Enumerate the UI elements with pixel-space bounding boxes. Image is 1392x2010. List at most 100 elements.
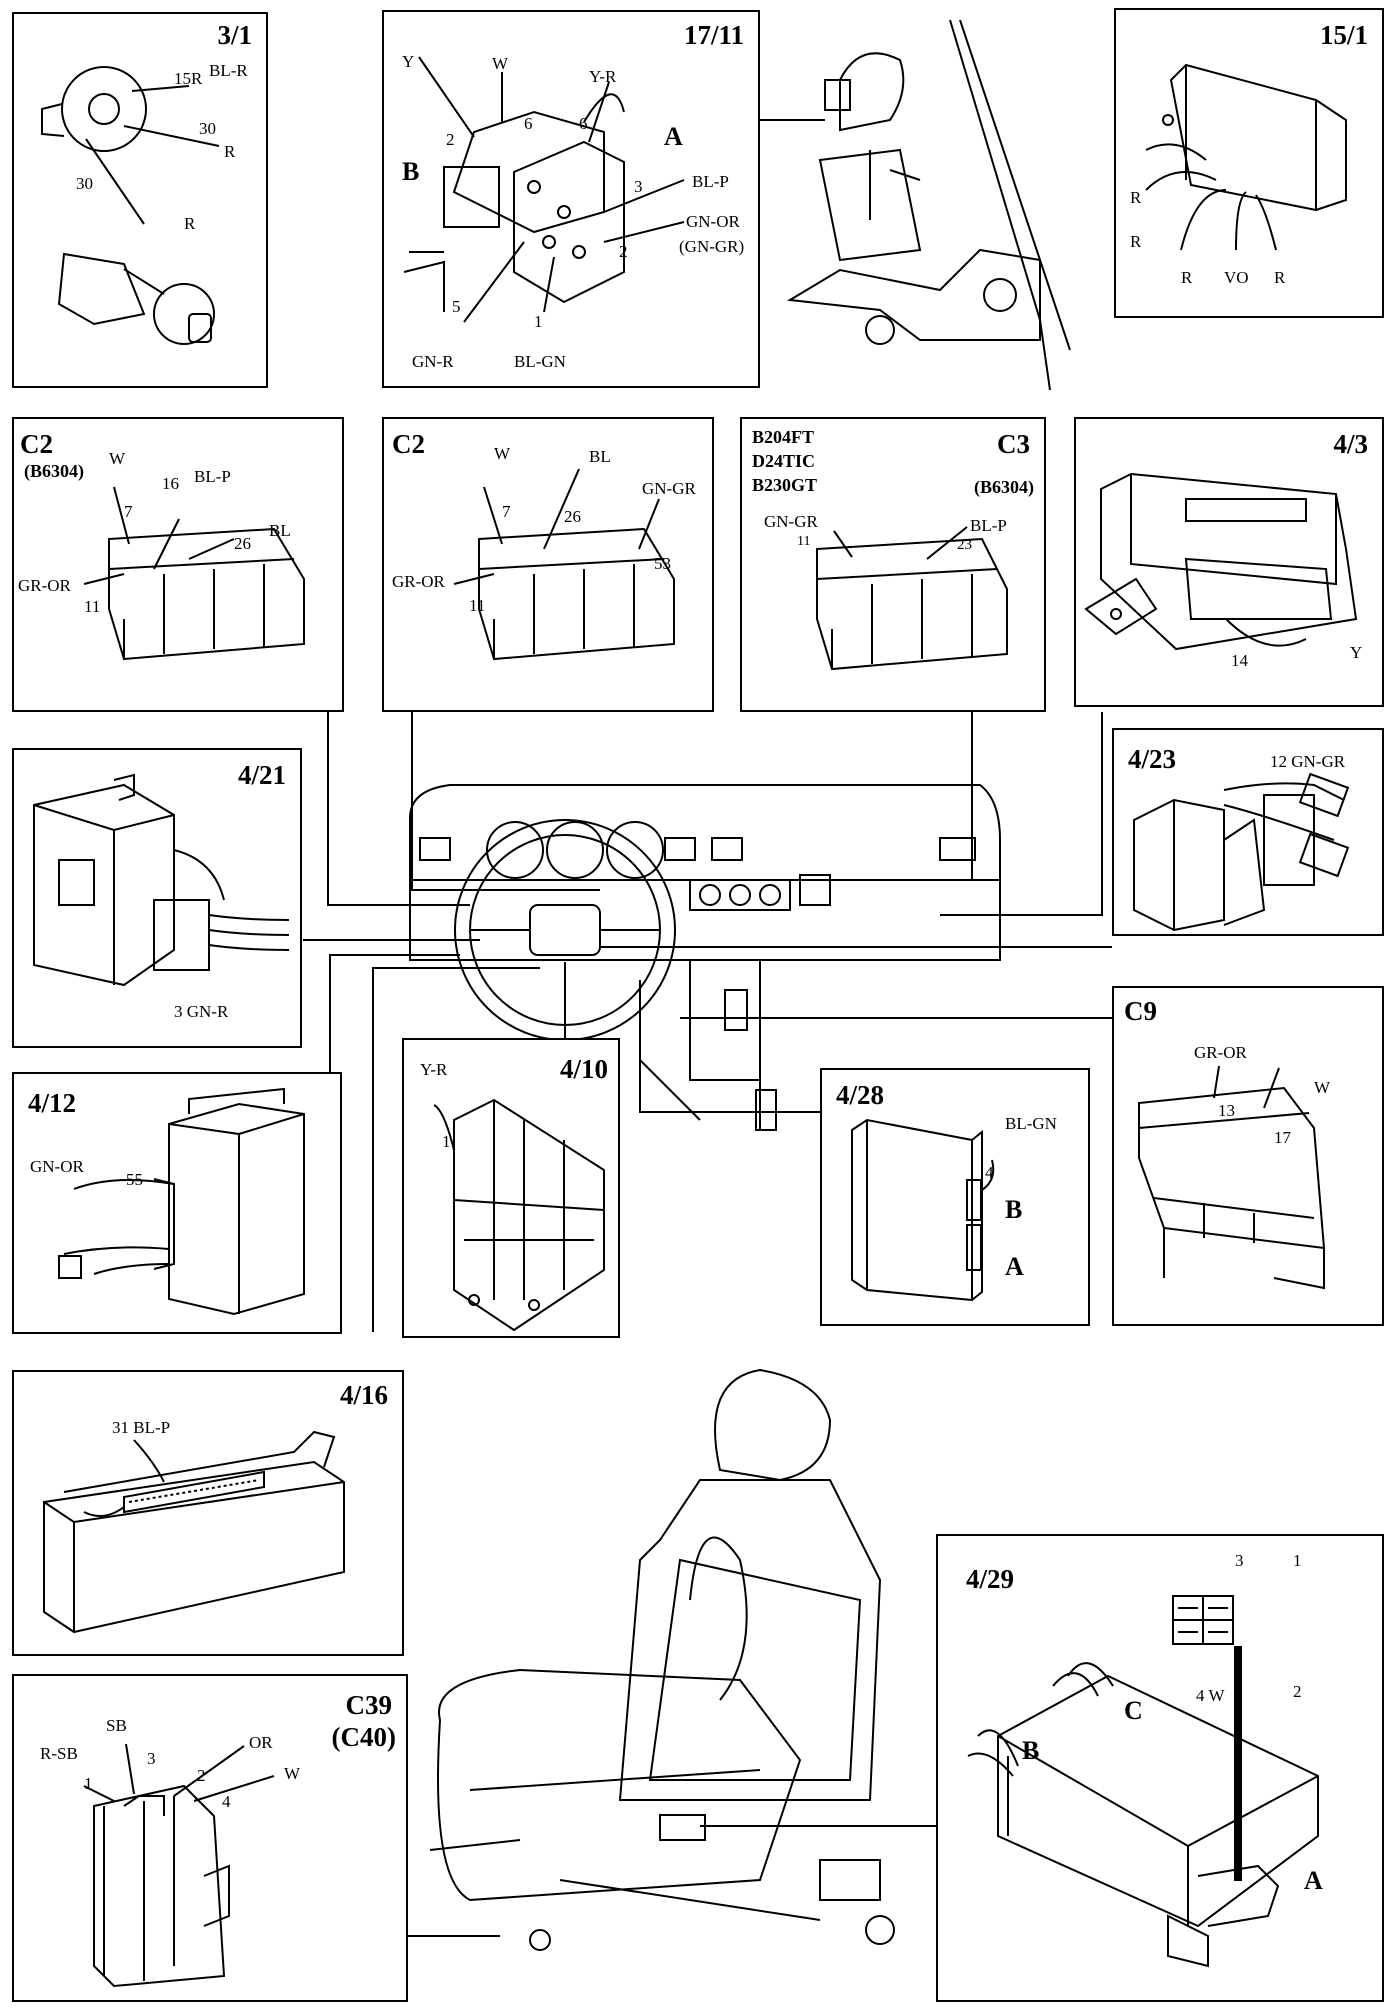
- label-gn-or: GN-OR: [30, 1157, 84, 1176]
- label-55: 55: [126, 1170, 143, 1189]
- label-or: OR: [249, 1733, 273, 1752]
- label-bl-p: BL-P: [970, 516, 1007, 535]
- panel-id: C9: [1124, 996, 1157, 1026]
- panel-ignition-switch: 3/1 15R BL-R 30 R 30 R: [12, 12, 268, 388]
- steering-column-drawing: [786, 20, 1071, 390]
- label-1: 1: [534, 312, 543, 331]
- label-bl: BL: [269, 521, 291, 540]
- label-1: 1: [1293, 1551, 1302, 1570]
- panel-id: C39: [345, 1690, 393, 1720]
- label-gn-r: GN-R: [412, 352, 454, 371]
- label-b: B: [1022, 1736, 1040, 1765]
- control-unit-drawing: [433, 1098, 605, 1332]
- label-vo: VO: [1224, 268, 1249, 287]
- panel-id: C3: [997, 429, 1030, 459]
- connector-drawing: [453, 468, 675, 661]
- label-3: 3: [634, 177, 643, 196]
- label-7: 7: [502, 502, 511, 521]
- label-y-r: Y-R: [589, 67, 617, 86]
- label-gr-or: GR-OR: [1194, 1043, 1247, 1062]
- label-bl-gn: BL-GN: [1005, 1114, 1057, 1133]
- label-3: 3: [147, 1749, 156, 1768]
- label-4: 4: [985, 1163, 994, 1182]
- connector-drawing: [816, 526, 1008, 671]
- panel-control-unit-4-10: 4/10 Y-R 1: [402, 1038, 620, 1338]
- label-r-4: R: [1274, 268, 1286, 287]
- label-y: Y: [1350, 643, 1363, 662]
- panel-id: C2: [392, 429, 425, 459]
- label-11: 11: [797, 534, 811, 549]
- label-1: 1: [442, 1132, 451, 1151]
- panel-id: 4/3: [1333, 429, 1368, 459]
- panel-control-unit-4-21: 4/21 3 GN-R: [12, 748, 302, 1048]
- panel-relay-4-23: 4/23 12 GN-GR: [1112, 728, 1384, 936]
- seat-drawing: [429, 1368, 895, 1951]
- relay-block-drawing: [403, 56, 685, 323]
- label-w: W: [1314, 1078, 1331, 1097]
- label-sb: SB: [106, 1716, 127, 1735]
- panel-id: 4/23: [1128, 744, 1177, 774]
- control-unit-drawing: [1084, 472, 1358, 651]
- label-r-3: R: [1181, 268, 1193, 287]
- label-w: W: [494, 444, 511, 463]
- label-a: A: [1304, 1866, 1323, 1895]
- panel-id: 17/11: [683, 20, 744, 50]
- panel-id: 4/10: [559, 1054, 608, 1084]
- label-2: 2: [1293, 1682, 1302, 1701]
- control-unit-drawing: [33, 773, 290, 987]
- control-unit-drawing: [1145, 63, 1347, 251]
- panel-connector-c39: C39 (C40) SB R-SB 3 OR 2 W 1 4: [12, 1674, 408, 2002]
- panel-control-unit-15-1: 15/1 R R R VO R: [1114, 8, 1384, 318]
- label-11: 11: [469, 596, 486, 615]
- label-4-w: 4 W: [1196, 1686, 1225, 1705]
- label-a: A: [1005, 1252, 1024, 1281]
- label-16: 16: [162, 474, 179, 493]
- label-2-b: 2: [619, 242, 628, 261]
- label-3: 3: [1235, 1551, 1244, 1570]
- label-6-b: 6: [579, 114, 588, 133]
- control-unit-drawing: [58, 1087, 305, 1316]
- panel-relay-block: 17/11 Y W Y-R A B 2 6 6 3 BL-P GN-OR (GN…: [382, 10, 760, 388]
- label-1: 1: [84, 1774, 93, 1793]
- label-w: W: [284, 1764, 301, 1783]
- panel-connector-c3: B204FT D24TIC B230GT C3 (B6304) GN-GR 11…: [740, 417, 1046, 712]
- panel-control-unit-4-12: 4/12 GN-OR 55: [12, 1072, 342, 1334]
- panel-id: 3/1: [217, 20, 252, 50]
- connector-drawing: [1138, 1065, 1326, 1290]
- label-14: 14: [1231, 651, 1248, 670]
- panel-subtitle: (B6304): [24, 461, 84, 481]
- panel-id: 4/21: [237, 760, 286, 790]
- label-30-b: 30: [76, 174, 93, 193]
- panel-id: 4/28: [836, 1080, 885, 1110]
- label-gn-gr: GN-GR: [764, 512, 818, 531]
- label-bl-gn: BL-GN: [514, 352, 566, 371]
- engine-1: B204FT: [752, 427, 815, 447]
- label-26: 26: [564, 507, 581, 526]
- connector-drawing: [83, 1743, 275, 1988]
- label-r-a: R: [224, 142, 236, 161]
- label-r-2: R: [1130, 232, 1142, 251]
- engine-3: B230GT: [752, 475, 818, 495]
- label-gn-or: GN-OR: [686, 212, 740, 231]
- panel-subtitle: (C40): [331, 1722, 396, 1752]
- label-w: W: [492, 54, 509, 73]
- panel-connector-c2: C2 W BL GN-GR 7 26 53 GR-OR 11: [382, 417, 714, 712]
- label-gr-or: GR-OR: [392, 572, 445, 591]
- panel-id: 4/16: [339, 1380, 388, 1410]
- label-bl: BL: [589, 447, 611, 466]
- label-bl-p: 31 BL-P: [112, 1418, 171, 1437]
- engine-2: D24TIC: [752, 451, 816, 471]
- label-26: 26: [234, 534, 251, 553]
- panel-control-unit-4-28: 4/28 BL-GN 4 B A: [820, 1068, 1090, 1326]
- label-53: 53: [654, 554, 671, 573]
- label-bl-p: BL-P: [194, 467, 231, 486]
- label-4: 4: [222, 1792, 231, 1811]
- label-c: C: [1124, 1696, 1143, 1725]
- panel-id: 4/29: [966, 1564, 1015, 1594]
- label-gn-gr: (GN-GR): [679, 237, 745, 256]
- label-gn-gr: 12 GN-GR: [1270, 752, 1346, 771]
- label-bl-r: BL-R: [209, 61, 248, 80]
- control-unit-drawing: [43, 1430, 345, 1634]
- label-a: A: [664, 122, 683, 151]
